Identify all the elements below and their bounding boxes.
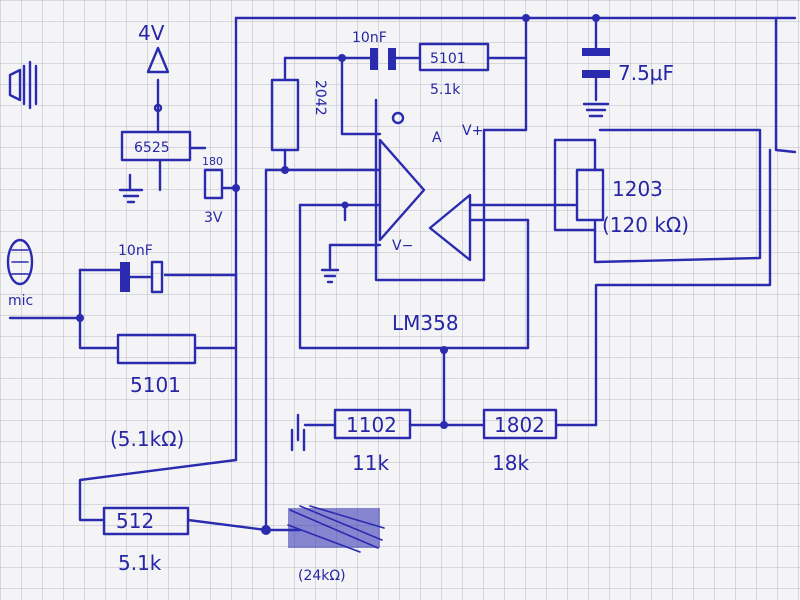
opamp-symbol xyxy=(378,111,472,262)
regulated-output-label: 3V xyxy=(204,210,223,226)
resistor-2042 xyxy=(270,78,300,152)
scribbled-value: (24kΩ) xyxy=(298,568,346,584)
resistor-1102-code: 1102 xyxy=(346,413,397,437)
opamp-part-label: LM358 xyxy=(392,311,459,335)
resistor-1802-code: 1802 xyxy=(494,413,545,437)
resistor-1203-value: (120 kΩ) xyxy=(602,213,689,237)
input-capacitor-label: 10nF xyxy=(118,243,153,259)
resistor-1802-value: 18k xyxy=(492,451,529,475)
resistor-2042-code: 2042 xyxy=(312,80,328,116)
resistor-5101-top xyxy=(418,42,490,72)
junction-dot xyxy=(76,314,84,322)
output-capacitor xyxy=(582,48,610,118)
input-capacitor xyxy=(120,260,164,294)
opamp-pin-v-plus: V+ xyxy=(462,123,483,139)
resistor-1102 xyxy=(333,408,412,440)
bottom-resistor xyxy=(102,506,190,536)
junction-dot xyxy=(592,14,600,22)
opamp-pin-v-minus: V− xyxy=(392,238,413,254)
feedback-capacitor xyxy=(370,48,396,70)
resistor-5101-top-code: 5101 xyxy=(430,51,466,67)
junction-dot xyxy=(281,166,289,174)
junction-dot xyxy=(440,421,448,429)
microphone-icon xyxy=(6,238,34,286)
bias-resistor xyxy=(116,333,197,365)
junction-dot xyxy=(232,184,240,192)
wires xyxy=(8,16,797,532)
bottom-resistor-code: 512 xyxy=(116,509,154,533)
reg-resistor-box xyxy=(203,168,224,200)
bias-resistor-value: (5.1kΩ) xyxy=(110,427,184,451)
junction-dot xyxy=(338,54,346,62)
regulator-label: 6525 xyxy=(134,140,170,156)
resistor-1102-value: 11k xyxy=(352,451,389,475)
supply-voltage-label: 4V xyxy=(138,21,165,45)
junction-dot xyxy=(261,525,271,535)
regulator-box xyxy=(120,130,192,162)
ground-icon xyxy=(118,173,144,204)
feedback-capacitor-label: 10nF xyxy=(352,30,387,46)
scribbled-component xyxy=(287,505,385,553)
reg-resistor-label: 180 xyxy=(202,155,223,168)
junction-dot xyxy=(440,346,448,354)
resistor-5101-top-value: 5.1k xyxy=(430,82,461,98)
microphone-label: mic xyxy=(8,293,33,309)
bias-resistor-code: 5101 xyxy=(130,373,181,397)
output-capacitor-value: 7.5μF xyxy=(618,61,674,85)
ground-icon xyxy=(320,268,340,284)
junction-dot xyxy=(341,201,349,209)
bottom-resistor-value: 5.1k xyxy=(118,551,162,575)
junction-dots xyxy=(76,14,600,535)
speaker-icon xyxy=(8,60,38,110)
supply-arrow-icon xyxy=(146,46,170,113)
junction-dot xyxy=(522,14,530,22)
resistor-1203 xyxy=(575,168,605,222)
ground-icon xyxy=(290,413,306,452)
resistor-1802 xyxy=(482,408,558,440)
opamp-pin-a: A xyxy=(432,130,442,146)
resistor-1203-code: 1203 xyxy=(612,177,663,201)
